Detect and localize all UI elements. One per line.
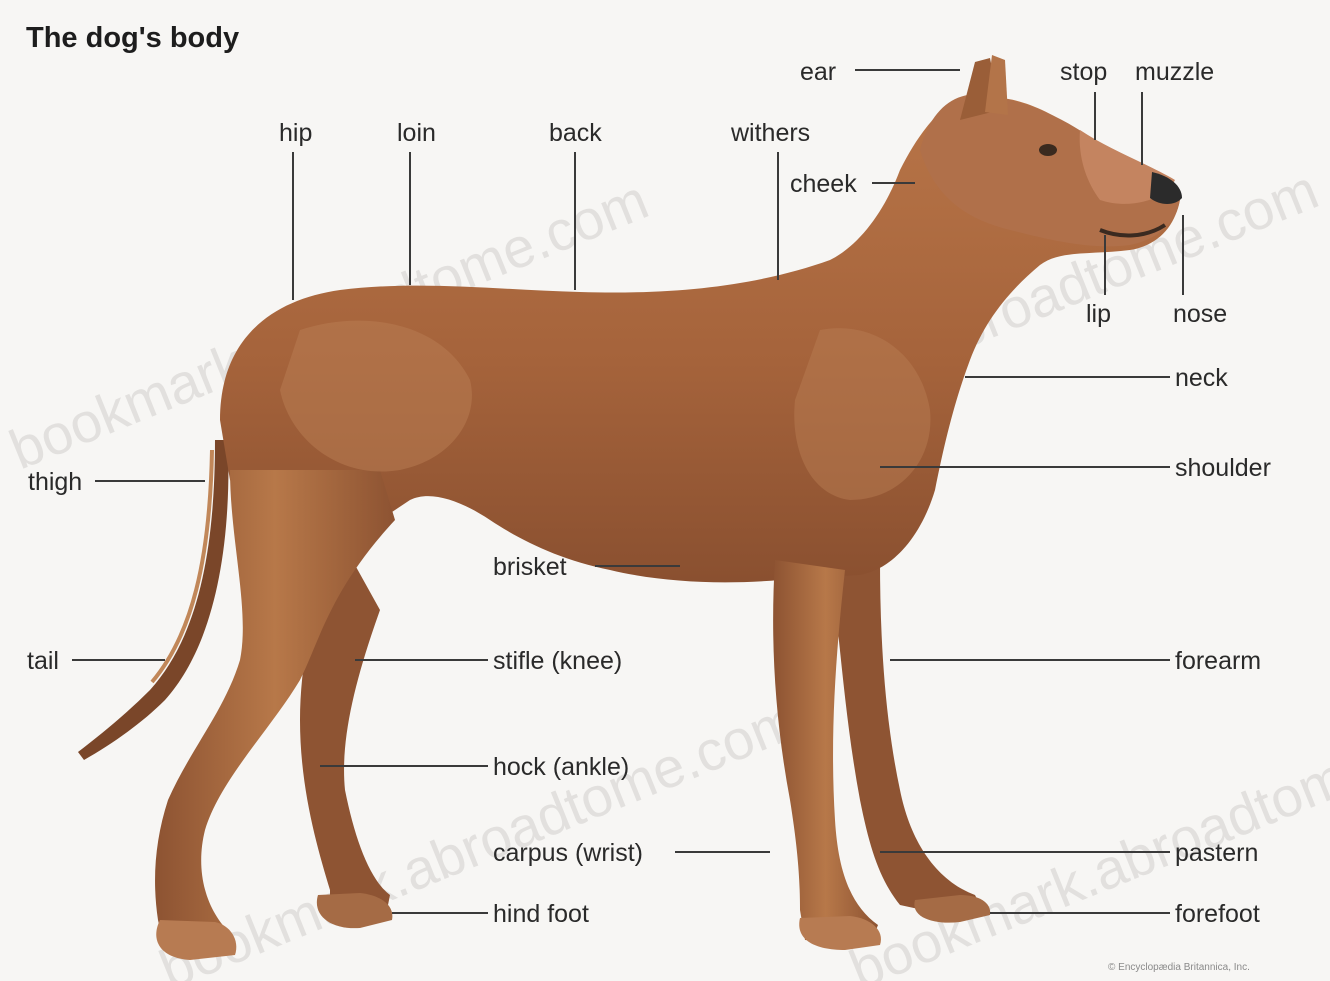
label-lip: lip [1086,300,1111,328]
label-tail: tail [27,647,59,675]
label-shoulder: shoulder [1175,454,1271,482]
label-cheek: cheek [790,170,857,198]
dog-eye [1039,144,1057,156]
label-forearm: forearm [1175,647,1261,675]
label-hip: hip [279,119,312,147]
label-withers: withers [730,119,810,147]
label-hind-foot: hind foot [493,900,589,928]
label-stop: stop [1060,58,1107,86]
label-pastern: pastern [1175,839,1258,867]
label-forefoot: forefoot [1175,900,1260,928]
label-hock: hock (ankle) [493,753,629,781]
label-brisket: brisket [493,553,567,581]
dog-far-foreleg [830,560,985,918]
label-thigh: thigh [28,468,82,496]
dog-tail [78,440,228,760]
label-ear: ear [800,58,836,86]
label-stifle: stifle (knee) [493,647,622,675]
label-loin: loin [397,119,436,147]
copyright-credit: © Encyclopædia Britannica, Inc. [1108,962,1250,973]
label-nose: nose [1173,300,1227,328]
watermark-text: bookmark.abroadtome.com [841,687,1330,981]
dog-hind-paw [156,920,236,960]
label-carpus: carpus (wrist) [493,839,643,867]
label-muzzle: muzzle [1135,58,1214,86]
label-back: back [549,119,602,147]
label-neck: neck [1175,364,1228,392]
